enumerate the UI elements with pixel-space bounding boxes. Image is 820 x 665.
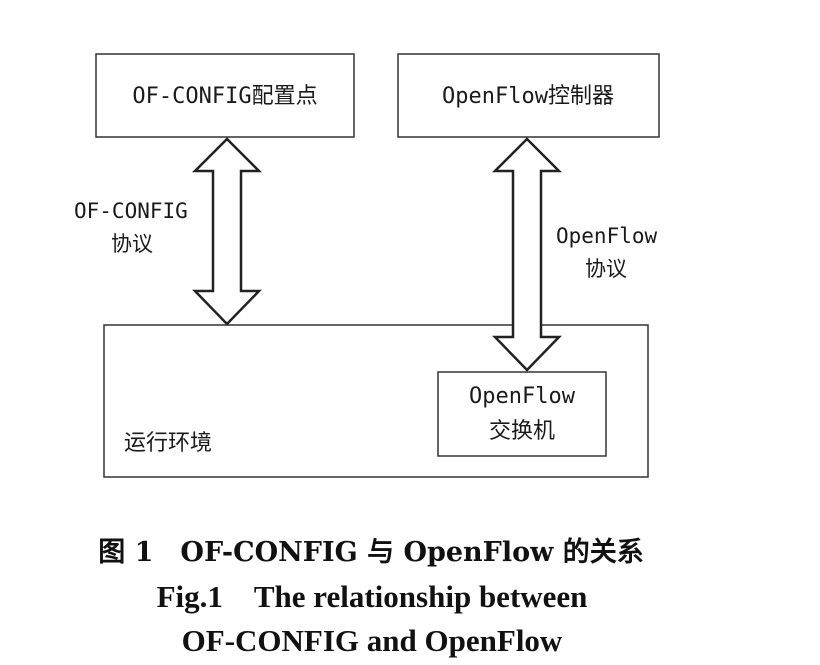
openflow-controller-label: OpenFlow控制器 <box>442 84 614 109</box>
openflow-protocol-line1: OpenFlow <box>556 224 658 248</box>
caption-english-line1: Fig.1 The relationship between <box>157 579 588 614</box>
openflow-switch-box: OpenFlow 交换机 <box>437 371 607 457</box>
figure-caption: 图 1 OF-CONFIG 与 OpenFlow 的关系 Fig.1 The r… <box>98 536 644 658</box>
openflow-switch-label-line1: OpenFlow <box>469 384 576 409</box>
of-config-point-box: OF-CONFIG配置点 <box>95 53 355 138</box>
of-config-protocol-line2: 协议 <box>111 232 153 256</box>
openflow-protocol-line2: 协议 <box>585 257 627 281</box>
openflow-switch-label-line2: 交换机 <box>489 419 555 444</box>
of-config-protocol-label: OF-CONFIG 协议 <box>74 199 188 256</box>
of-config-point-label: OF-CONFIG配置点 <box>132 84 317 109</box>
caption-english-line2: OF-CONFIG and OpenFlow <box>182 623 563 658</box>
runtime-environment-box: 运行环境 <box>103 324 649 478</box>
of-config-double-arrow <box>191 137 263 326</box>
openflow-double-arrow <box>491 137 563 372</box>
runtime-environment-label: 运行环境 <box>124 431 212 456</box>
openflow-protocol-label: OpenFlow 协议 <box>556 224 658 281</box>
openflow-controller-box: OpenFlow控制器 <box>397 53 660 138</box>
caption-chinese: 图 1 OF-CONFIG 与 OpenFlow 的关系 <box>98 536 644 568</box>
of-config-protocol-line1: OF-CONFIG <box>74 199 188 223</box>
